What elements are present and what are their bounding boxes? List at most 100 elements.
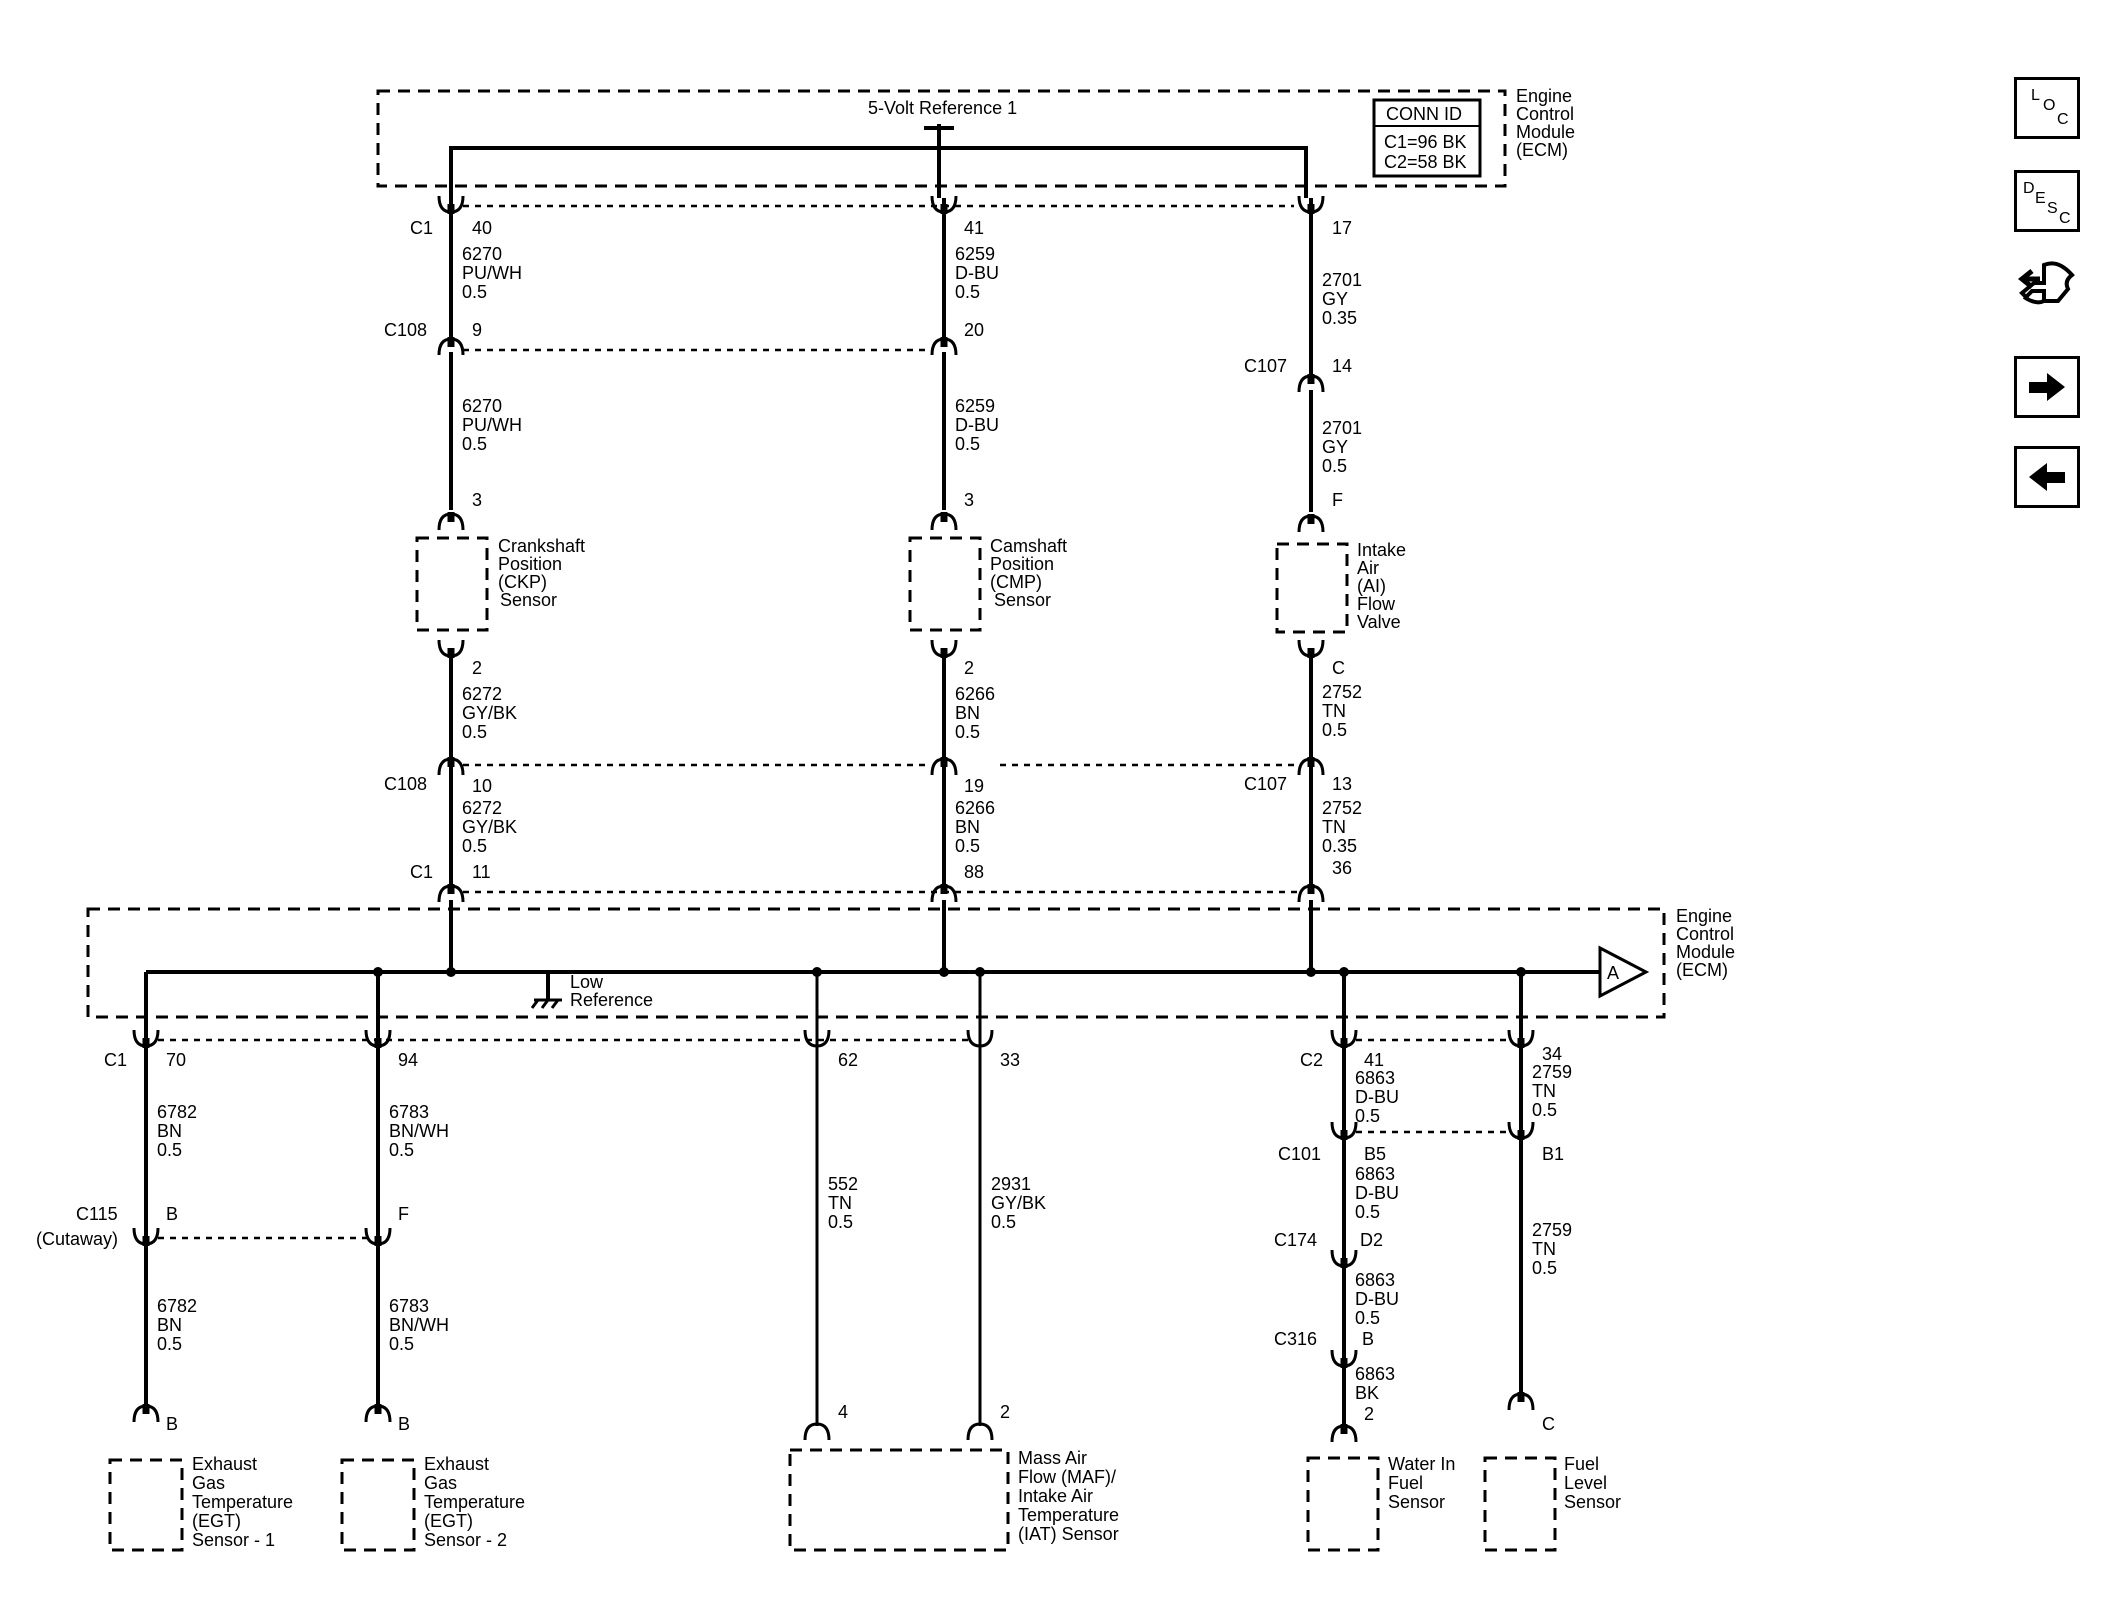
pin-label: B (1362, 1329, 1374, 1349)
wire-label: 0.5 (462, 722, 487, 742)
sensor-label: Sensor (1564, 1492, 1621, 1512)
wire-label: 6783 (389, 1296, 429, 1316)
pin-label: 41 (1364, 1050, 1384, 1070)
wire-label: 6863 (1355, 1164, 1395, 1184)
wire-label: 2752 (1322, 682, 1362, 702)
connector-label: C1 (104, 1050, 127, 1070)
wire-label: 2701 (1322, 270, 1362, 290)
pin-label: 19 (964, 776, 984, 796)
svg-text:Engine: Engine (1676, 906, 1732, 926)
wire-label: GY (1322, 289, 1348, 309)
wire-label: 6272 (462, 798, 502, 818)
next-page-button[interactable] (2014, 356, 2080, 418)
wire-label: 0.5 (1355, 1202, 1380, 1222)
pin-label: B5 (1364, 1144, 1386, 1164)
wire-label: TN (828, 1193, 852, 1213)
svg-text:C: C (2057, 111, 2069, 128)
pin-label: 4 (838, 1402, 848, 1422)
wire-label: 6266 (955, 798, 995, 818)
pin-label: B1 (1542, 1144, 1564, 1164)
svg-text:(ECM): (ECM) (1516, 140, 1568, 160)
sensor-label: (CMP) (990, 572, 1042, 592)
connector-label: C107 (1244, 774, 1287, 794)
connector-label: C1 (410, 862, 433, 882)
ai-valve-box (1275, 542, 1349, 634)
wire-label: BN (157, 1315, 182, 1335)
previous-page-button[interactable] (2014, 446, 2080, 508)
pin-label: 41 (964, 218, 984, 238)
wire-label: 0.5 (462, 282, 487, 302)
ground-symbol-icon (530, 972, 562, 1009)
wire-label: 0.5 (955, 836, 980, 856)
sensor-label: Gas (424, 1473, 457, 1493)
wire-label: 2752 (1322, 798, 1362, 818)
sensor-label: Fuel (1388, 1473, 1423, 1493)
maf-iat-sensor-box (788, 1448, 1010, 1552)
wire-label: D-BU (955, 415, 999, 435)
wire-label: D-BU (1355, 1183, 1399, 1203)
pin-label: B (166, 1204, 178, 1224)
wire-label: 2759 (1532, 1062, 1572, 1082)
sensor-label: Sensor (994, 590, 1051, 610)
pin-label: 33 (1000, 1050, 1020, 1070)
pin-label: 94 (398, 1050, 418, 1070)
sensor-label: Exhaust (192, 1454, 257, 1474)
wire-label: 0.35 (1322, 836, 1357, 856)
connector-label: C174 (1274, 1230, 1317, 1250)
pin-label: 36 (1332, 858, 1352, 878)
wire-label: BK (1355, 1383, 1379, 1403)
wire-label: BN/WH (389, 1315, 449, 1335)
wire-label: 0.5 (157, 1334, 182, 1354)
bottom-ecm-label: Engine Control Module (ECM) (1676, 906, 1735, 980)
valve-label: Flow (1357, 594, 1396, 614)
connector-label: C316 (1274, 1329, 1317, 1349)
valve-label: Air (1357, 558, 1379, 578)
offpage-connector-label: A (1607, 963, 1619, 983)
connector-label: C101 (1278, 1144, 1321, 1164)
conn-id-row: C1=96 BK (1384, 132, 1467, 152)
pin-label: 2 (472, 658, 482, 678)
pin-label: 62 (838, 1050, 858, 1070)
sensor-label: Mass Air (1018, 1448, 1087, 1468)
pin-label: 17 (1332, 218, 1352, 238)
wire-label: 0.35 (1322, 308, 1357, 328)
sensor-label: Sensor (1388, 1492, 1445, 1512)
valve-label: Valve (1357, 612, 1401, 632)
pin-label: 70 (166, 1050, 186, 1070)
wire-label: PU/WH (462, 263, 522, 283)
sensor-label: Camshaft (990, 536, 1067, 556)
svg-text:Control: Control (1516, 104, 1574, 124)
maf-iat-circuit: 62 33 552 TN 0.5 2931 GY/BK 0.5 4 2 Mass… (788, 972, 1119, 1552)
description-button[interactable]: D E S C (2014, 170, 2080, 232)
connector-label: C1 (410, 218, 433, 238)
wire-label: TN (1532, 1239, 1556, 1259)
sensor-label: Level (1564, 1473, 1607, 1493)
ai-valve-circuit: 17 2701 GY 0.35 C107 14 2701 GY 0.5 F In… (1244, 196, 1406, 972)
wire-label: 6863 (1355, 1068, 1395, 1088)
wire-label: 0.5 (462, 836, 487, 856)
svg-text:Module: Module (1676, 942, 1735, 962)
sensor-label: Intake Air (1018, 1486, 1093, 1506)
location-button[interactable]: L O C (2014, 77, 2080, 139)
pin-label: B (166, 1414, 178, 1434)
svg-text:C: C (2059, 210, 2071, 227)
next-arrow-icon (2029, 373, 2065, 401)
connector-end-view-button[interactable] (2014, 253, 2080, 315)
sensor-label: Position (498, 554, 562, 574)
fuel-level-circuit: 34 2759 TN 0.5 B1 2759 TN 0.5 C Fuel Lev… (1483, 972, 1621, 1552)
wire-label: BN (955, 703, 980, 723)
connector-label: C115 (76, 1204, 118, 1224)
wire-label: 0.5 (1532, 1258, 1557, 1278)
pin-label: D2 (1360, 1230, 1383, 1250)
wire-label: GY/BK (462, 703, 517, 723)
wire-label: TN (1532, 1081, 1556, 1101)
svg-text:Module: Module (1516, 122, 1575, 142)
water-in-fuel-circuit: C2 41 6863 D-BU 0.5 C101 B5 6863 D-BU 0.… (1274, 972, 1509, 1552)
water-in-fuel-sensor-box (1306, 1456, 1380, 1552)
wire-label: 0.5 (389, 1334, 414, 1354)
svg-text:E: E (2035, 190, 2046, 207)
wire-label: 6270 (462, 396, 502, 416)
fuel-level-sensor-box (1483, 1456, 1557, 1552)
bottom-ecm-box (86, 907, 1666, 1019)
